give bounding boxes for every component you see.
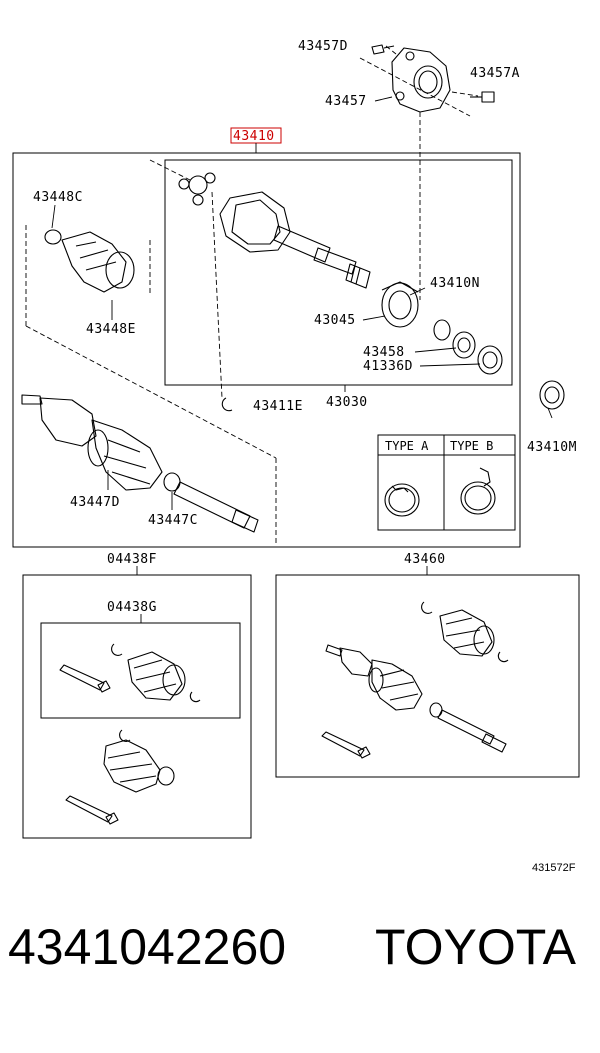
assembly-frame-43410 [12, 152, 521, 548]
inner-frame-43030 [164, 159, 513, 386]
snap-ring-drawing [221, 397, 233, 412]
label-43411E: 43411E [253, 399, 303, 414]
label-43410M: 43410M [527, 440, 577, 455]
label-43447C: 43447C [148, 513, 198, 528]
label-43448C: 43448C [33, 190, 83, 205]
kit-frame-04438G [40, 622, 241, 719]
label-43457: 43457 [325, 94, 367, 109]
diagram-code: 431572F [532, 862, 576, 874]
boot-kit-04438G-drawing [59, 643, 201, 703]
label-43410: 43410 [233, 129, 275, 144]
shaft-assembly-43460-drawing [321, 601, 509, 759]
label-43447D: 43447D [70, 495, 120, 510]
label-04438G: 04438G [107, 600, 157, 615]
part-number: 4341042260 [8, 919, 287, 975]
tripod-joint-drawing [149, 159, 223, 399]
label-43045: 43045 [314, 313, 356, 328]
clamp-type-legend [377, 434, 516, 531]
boot-kit-04438F-drawing [65, 729, 175, 825]
inboard-joint-shaft-drawing [219, 191, 371, 289]
label-type-b: TYPE B [450, 439, 493, 453]
bearing-seals-drawing [344, 281, 565, 419]
label-43448E: 43448E [86, 322, 136, 337]
label-43458: 43458 [363, 345, 405, 360]
label-04438F: 04438F [107, 552, 157, 567]
bearing-bracket-drawing [359, 44, 495, 300]
kit-frame-04438F [22, 574, 252, 839]
label-43457D: 43457D [298, 39, 348, 54]
label-43457A: 43457A [470, 66, 520, 81]
label-41336D: 41336D [363, 359, 413, 374]
label-type-a: TYPE A [385, 439, 429, 453]
kit-frame-43460 [275, 574, 580, 778]
outboard-joint-drawing [21, 394, 259, 533]
label-43030: 43030 [326, 395, 368, 410]
label-43410N: 43410N [430, 276, 480, 291]
brand-name: TOYOTA [375, 919, 576, 975]
inboard-boot-drawing [25, 204, 277, 545]
label-43460: 43460 [404, 552, 446, 567]
